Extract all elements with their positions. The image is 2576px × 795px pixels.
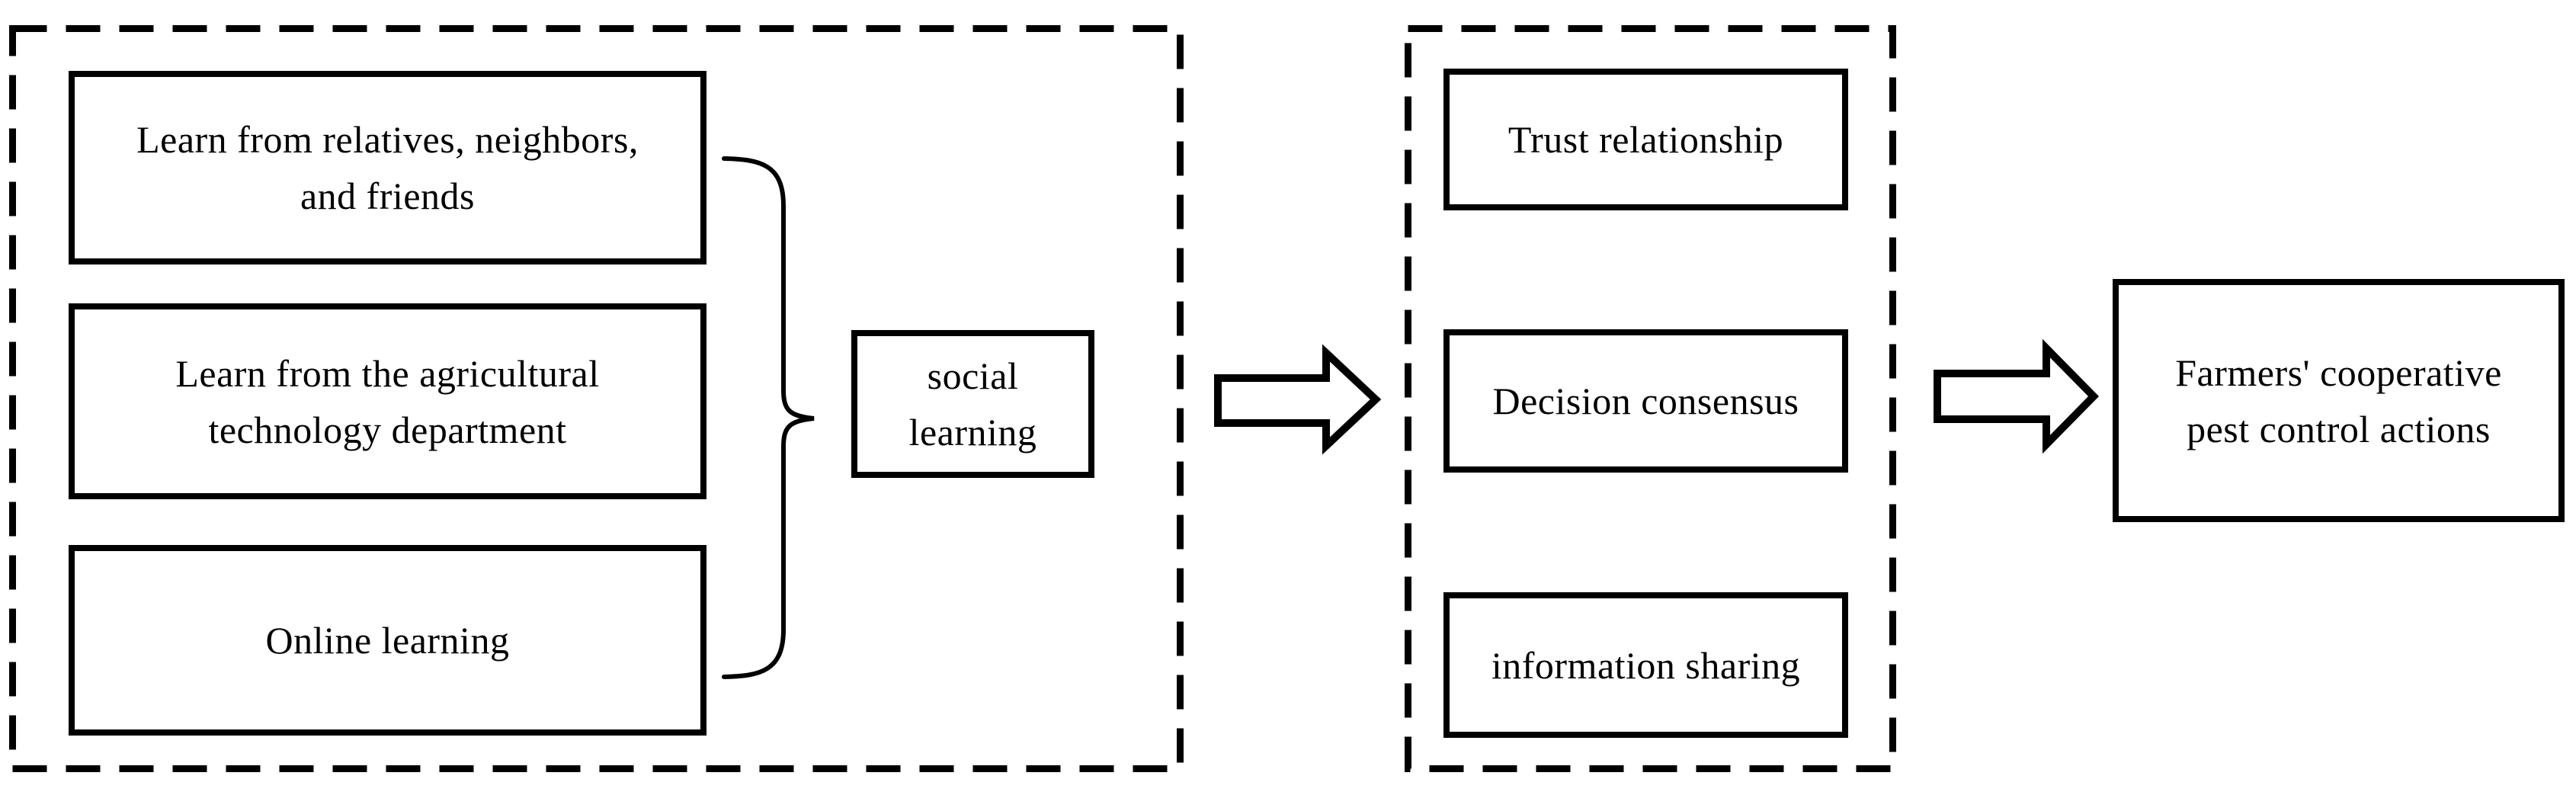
node-label: Online learning [265,619,510,662]
node-label: Farmers' cooperative pest control action… [2175,351,2502,450]
node-farmers-cooperative-pest-control: Farmers' cooperative pest control action… [2113,279,2565,522]
node-label: information sharing [1491,643,1801,687]
node-online-learning: Online learning [69,545,706,736]
mediator-group-border [1405,25,1896,772]
node-learn-from-relatives: Learn from relatives, neighbors, and fri… [69,71,706,264]
node-label: social learning [908,354,1037,454]
node-label: Learn from relatives, neighbors, and fri… [136,118,639,217]
node-information-sharing: information sharing [1443,592,1848,738]
node-social-learning: social learning [851,330,1094,478]
node-label: Trust relationship [1507,118,1784,161]
arrow-right-icon [1934,338,2100,454]
brace-icon [722,156,815,679]
arrow-right-icon [1214,344,1382,455]
social-learning-group-border [9,25,1184,772]
node-learn-from-agricultural-department: Learn from the agricultural technology d… [69,303,706,499]
node-decision-consensus: Decision consensus [1443,329,1848,473]
node-trust-relationship: Trust relationship [1443,69,1848,210]
node-label: Decision consensus [1492,380,1799,422]
node-label: Learn from the agricultural technology d… [175,351,600,451]
